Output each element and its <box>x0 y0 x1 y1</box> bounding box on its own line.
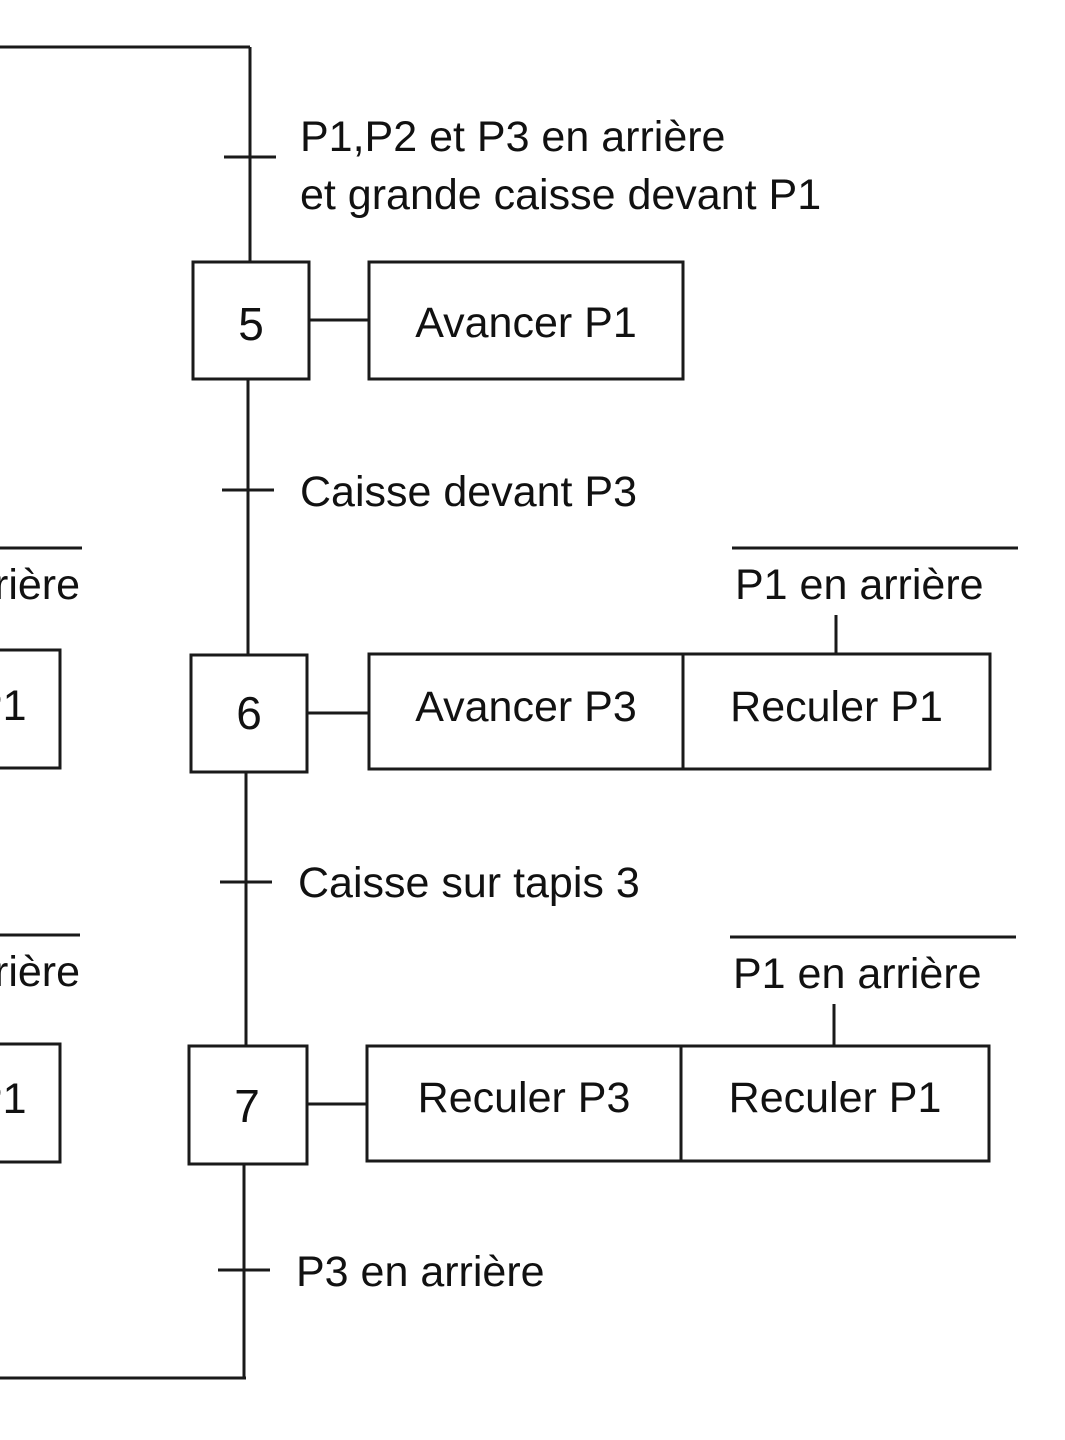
action-6-label-1: Avancer P3 <box>415 683 637 731</box>
condition-6-label: P1 en arrière <box>735 561 984 609</box>
action-7-box <box>365 1044 991 1163</box>
left-box-1 <box>0 648 62 770</box>
step-5-number: 5 <box>238 298 264 350</box>
transition-label-6-7: Caisse sur tapis 3 <box>298 859 640 907</box>
step-7-number: 7 <box>234 1080 260 1132</box>
transition-label-5-6: Caisse devant P3 <box>300 468 638 516</box>
left-partial-box-1-label: P1 <box>0 682 27 730</box>
action-7-label-2: Reculer P1 <box>728 1074 942 1122</box>
transition-label-top-line1: P1,P2 et P3 en arrière <box>300 113 726 161</box>
action-5-box <box>367 260 685 381</box>
action-7-label-1: Reculer P3 <box>417 1074 631 1122</box>
action-5-label: Avancer P1 <box>415 299 637 347</box>
transition-label-out: P3 en arrière <box>296 1248 545 1296</box>
left-box-2 <box>0 1042 62 1164</box>
condition-7-label: P1 en arrière <box>733 950 982 998</box>
left-partial-text-2: rière <box>0 948 81 996</box>
left-partial-text-1: rière <box>0 561 81 609</box>
action-6-label-2: Reculer P1 <box>730 683 943 731</box>
step-6-number: 6 <box>236 687 262 739</box>
transition-label-top-line2: et grande caisse devant P1 <box>300 171 822 219</box>
action-6-box <box>367 652 992 771</box>
left-partial-box-2-label: P1 <box>0 1075 27 1123</box>
